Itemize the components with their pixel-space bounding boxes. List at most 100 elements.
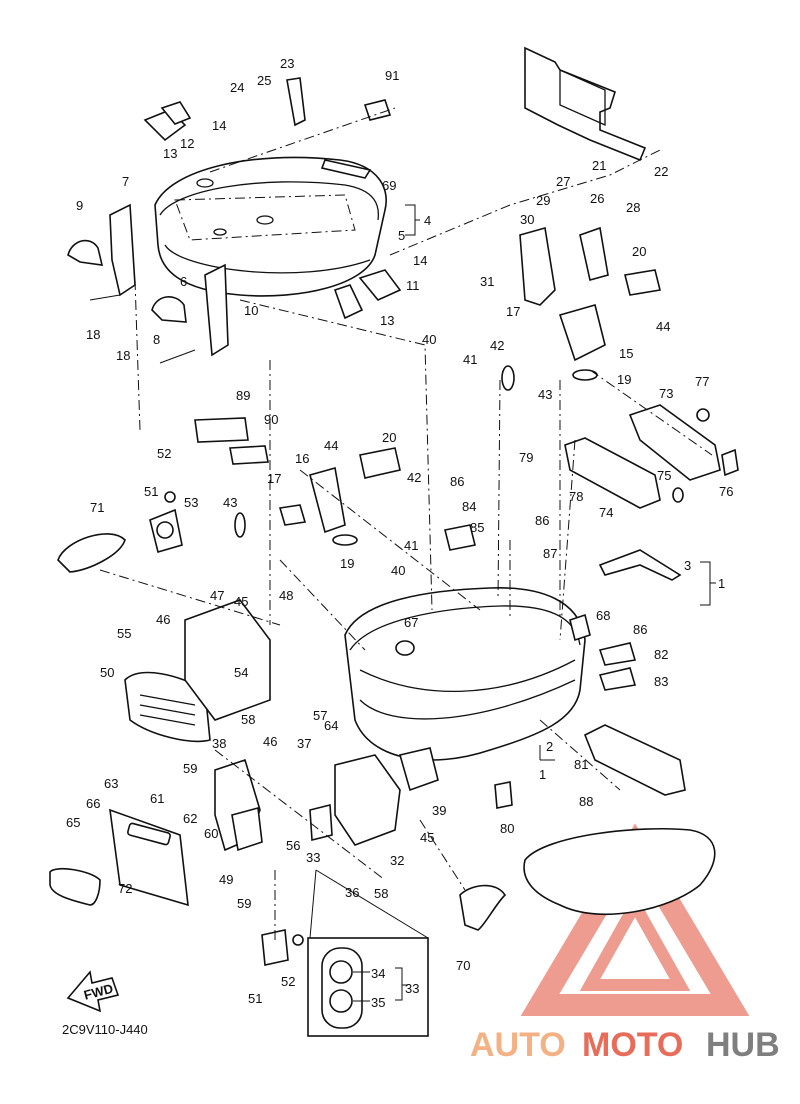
assembly-line [419, 819, 466, 891]
lower-middle-parts [214, 747, 513, 966]
callout-76: 76 [719, 484, 733, 499]
hinge-plate-73 [628, 404, 721, 481]
mat-88 [523, 827, 716, 916]
callout-45: 45 [234, 594, 248, 609]
assembly-line [497, 379, 501, 601]
switch-body [321, 947, 363, 1029]
callout-35: 35 [371, 995, 385, 1010]
callout-47: 47 [210, 588, 224, 603]
callout-25: 25 [257, 73, 271, 88]
screw-18b [159, 349, 196, 364]
fwd-label: FWD [82, 981, 114, 1003]
callout-48: 48 [279, 588, 293, 603]
label-91 [363, 99, 392, 121]
decals [194, 417, 269, 465]
watermark-triangle-inner [579, 892, 691, 991]
pad-20b [359, 447, 401, 479]
callout-17: 17 [506, 304, 520, 319]
lid-hole [256, 215, 274, 225]
callout-77: 77 [695, 374, 709, 389]
lock-assembly [501, 226, 661, 391]
callout-27: 27 [556, 174, 570, 189]
callout-45: 45 [420, 830, 434, 845]
callout-42: 42 [407, 470, 421, 485]
speaker-cone [156, 521, 174, 539]
callout-24: 24 [230, 80, 244, 95]
switch-detail-box [307, 869, 429, 1037]
left-lower-parts [49, 599, 271, 907]
callout-20: 20 [382, 430, 396, 445]
switch-34 [329, 960, 353, 984]
watermark-logo [520, 823, 750, 1016]
callout-17: 17 [267, 471, 281, 486]
washer-43a [501, 365, 515, 391]
fwd-arrow-icon [66, 970, 120, 1013]
callout-33: 33 [405, 981, 419, 996]
callout-78: 78 [569, 489, 583, 504]
callout-11: 11 [406, 278, 420, 293]
callout-49: 49 [219, 872, 233, 887]
assembly-line [134, 279, 141, 431]
callout-41: 41 [404, 538, 418, 553]
lock-15 [558, 304, 606, 362]
callout-8: 8 [153, 332, 160, 347]
panel-21 [524, 46, 647, 162]
callout-7: 7 [122, 174, 129, 189]
callout-86: 86 [535, 513, 549, 528]
hinge-6 [204, 263, 229, 357]
plate-17b [278, 504, 307, 526]
callout-28: 28 [626, 200, 640, 215]
bracket-85 [444, 524, 476, 551]
callout-88: 88 [579, 794, 593, 809]
callout-56: 56 [286, 838, 300, 853]
case-seam [359, 679, 576, 720]
nut-52a [164, 491, 176, 503]
assembly-line [239, 299, 433, 611]
callout-65: 65 [66, 815, 80, 830]
callout-5: 5 [398, 228, 405, 243]
callout-36: 36 [345, 885, 359, 900]
cap-71 [57, 533, 126, 573]
bracket-1b [539, 745, 555, 761]
callout-51: 51 [144, 484, 158, 499]
callout-57: 57 [313, 708, 327, 723]
callout-13: 13 [380, 313, 394, 328]
callout-91: 91 [385, 68, 399, 83]
callout-1: 1 [539, 767, 546, 782]
bracket-13b [333, 284, 364, 320]
callout-30: 30 [520, 212, 534, 227]
switch-35 [329, 989, 353, 1013]
callout-83: 83 [654, 674, 668, 689]
panel-50-louvers [139, 694, 196, 726]
callout-39: 39 [432, 803, 446, 818]
watermark-part2: MOTO [582, 1026, 683, 1064]
assembly-line [299, 469, 481, 611]
callout-29: 29 [536, 193, 550, 208]
callout-80: 80 [500, 821, 514, 836]
callout-13: 13 [163, 146, 177, 161]
lid-hole [213, 228, 227, 236]
callout-15: 15 [619, 346, 633, 361]
bracket-12 [160, 101, 192, 125]
callout-66: 66 [86, 796, 100, 811]
case-body [344, 587, 586, 761]
callout-85: 85 [470, 520, 484, 535]
assembly-line [539, 719, 621, 791]
lid-hole [196, 178, 214, 188]
callout-58: 58 [241, 712, 255, 727]
callout-64: 64 [324, 718, 338, 733]
assembly-line [279, 559, 366, 651]
callout-31: 31 [480, 274, 494, 289]
hinge-bar-assembly [564, 404, 739, 509]
washer-19b [332, 534, 358, 546]
upper-small-parts [143, 77, 402, 320]
callout-86: 86 [450, 474, 464, 489]
hinge-78 [564, 437, 661, 509]
detail-leader [315, 869, 429, 939]
pad-82 [598, 642, 637, 666]
callout-53: 53 [184, 495, 198, 510]
housing-32 [334, 754, 401, 846]
callout-44: 44 [324, 438, 338, 453]
washer-19a [572, 369, 598, 381]
